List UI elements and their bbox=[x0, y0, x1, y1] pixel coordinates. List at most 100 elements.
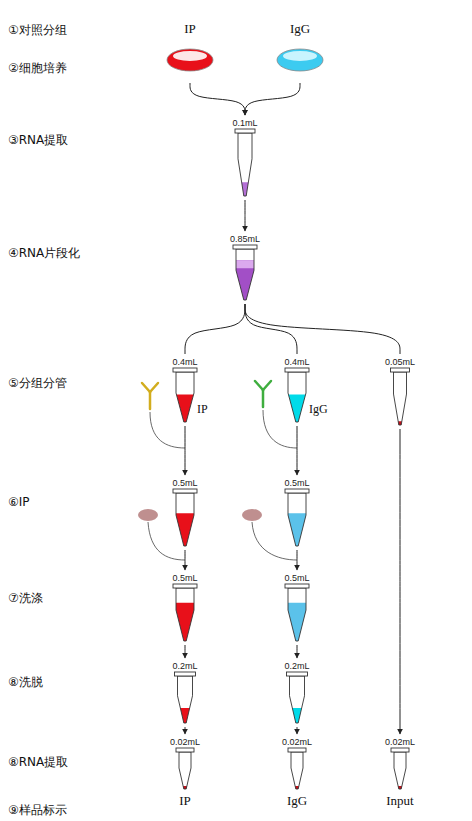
sample-tube: 0.4mLIgG bbox=[272, 356, 322, 423]
flow-arrow bbox=[297, 645, 298, 658]
tube-liquid bbox=[178, 708, 193, 723]
step-label: ⑨样品标示 bbox=[8, 803, 67, 818]
sample-tube: 0.02mLInput bbox=[375, 736, 425, 810]
tube-liquid bbox=[176, 395, 194, 423]
volume-label: 0.2mL bbox=[160, 660, 210, 672]
flow-arrow bbox=[185, 304, 245, 354]
tube-shape bbox=[160, 489, 210, 548]
volume-label: 0.4mL bbox=[272, 356, 322, 368]
dish-shape bbox=[160, 36, 220, 80]
volume-label: 0.02mL bbox=[375, 736, 425, 748]
volume-label: 0.02mL bbox=[160, 736, 210, 748]
tube-liquid bbox=[394, 786, 406, 789]
sample-label: IP bbox=[197, 402, 208, 416]
tube-shape bbox=[160, 584, 210, 643]
tube-cap bbox=[285, 584, 309, 588]
antibody-arm bbox=[263, 381, 271, 390]
tube-outline bbox=[176, 588, 194, 641]
bead-symbol bbox=[242, 509, 262, 521]
tube-cap bbox=[233, 245, 257, 249]
tube-liquid bbox=[291, 786, 303, 789]
tube-liquid bbox=[288, 395, 306, 423]
dish-body bbox=[167, 49, 213, 71]
sample-tube: 0.5mL bbox=[160, 572, 210, 642]
tube-cap bbox=[391, 748, 409, 752]
tube-shape bbox=[160, 368, 210, 424]
tube-outline bbox=[290, 676, 305, 723]
volume-label: 0.2mL bbox=[272, 660, 322, 672]
tube-liquid bbox=[176, 603, 194, 641]
sample-tube: 0.5mL bbox=[160, 477, 210, 547]
flow-arrow bbox=[297, 550, 298, 570]
tube-shape bbox=[272, 489, 322, 548]
tube-cap bbox=[288, 748, 306, 752]
tube-cap bbox=[176, 748, 194, 752]
tube-liquid bbox=[238, 182, 252, 196]
sample-tube: 0.85mL bbox=[220, 233, 270, 301]
step-label: ②细胞培养 bbox=[8, 61, 67, 76]
step-label: ⑦洗涤 bbox=[8, 591, 43, 606]
tube-outline bbox=[288, 588, 306, 641]
tube-cap bbox=[235, 129, 255, 133]
tube-liquid bbox=[176, 513, 194, 546]
flow-arrow bbox=[185, 645, 186, 658]
tube-outline bbox=[238, 133, 252, 196]
antibody-arm bbox=[142, 383, 150, 392]
sample-label: Input bbox=[365, 793, 435, 809]
step-label: ①对照分组 bbox=[8, 23, 67, 38]
sample-tube: 0.2mL bbox=[272, 660, 322, 724]
volume-label: 0.05mL bbox=[375, 356, 425, 368]
tube-outline bbox=[288, 372, 306, 422]
sample-tube: 0.5mL bbox=[272, 477, 322, 547]
step-label: ⑧RNA提取 bbox=[8, 755, 68, 770]
bead-symbol bbox=[138, 509, 158, 521]
flow-arrow bbox=[400, 429, 401, 734]
tube-outline bbox=[291, 752, 303, 789]
dish-body bbox=[277, 49, 323, 71]
volume-label: 0.85mL bbox=[220, 233, 270, 245]
tube-liquid bbox=[179, 786, 191, 789]
antibody-arm bbox=[255, 381, 263, 390]
tube-liquid bbox=[288, 603, 306, 641]
volume-label: 0.5mL bbox=[272, 572, 322, 584]
volume-label: 0.1mL bbox=[220, 117, 270, 129]
tube-cap bbox=[285, 489, 309, 493]
tube-shape bbox=[272, 748, 322, 791]
sample-tube: 0.05mL bbox=[375, 356, 425, 426]
tube-shape bbox=[272, 672, 322, 725]
tube-cap bbox=[173, 368, 197, 372]
tube-cap bbox=[287, 672, 308, 676]
flow-arrow bbox=[245, 304, 400, 354]
leader-line bbox=[150, 412, 185, 448]
flow-arrow bbox=[185, 727, 186, 734]
tube-outline bbox=[394, 752, 406, 789]
volume-label: 0.4mL bbox=[160, 356, 210, 368]
tube-shape bbox=[272, 584, 322, 643]
antibody-stem bbox=[149, 392, 152, 409]
tube-outline bbox=[179, 752, 191, 789]
volume-label: 0.5mL bbox=[272, 477, 322, 489]
tube-outline bbox=[288, 493, 306, 546]
culture-dish: IgG bbox=[270, 22, 330, 80]
sample-tube: 0.1mL bbox=[220, 117, 270, 197]
volume-label: 0.02mL bbox=[272, 736, 322, 748]
tube-cap bbox=[173, 584, 197, 588]
flow-arrow bbox=[297, 727, 298, 734]
sample-tube: 0.4mL IP bbox=[160, 356, 210, 423]
group-label: IgG bbox=[270, 22, 330, 36]
tube-cap bbox=[285, 368, 309, 372]
flow-arrow bbox=[245, 200, 246, 231]
tube-outline bbox=[236, 249, 254, 300]
antibody-symbol bbox=[142, 383, 158, 409]
flow-arrow bbox=[245, 304, 297, 354]
tube-liquid bbox=[290, 708, 305, 723]
step-label: ⑤分组分管 bbox=[8, 376, 67, 391]
tube-cap bbox=[175, 672, 196, 676]
sample-tube: 0.5mL bbox=[272, 572, 322, 642]
tube-shape bbox=[160, 748, 210, 791]
volume-label: 0.5mL bbox=[160, 477, 210, 489]
leader-line bbox=[263, 410, 297, 448]
tube-outline bbox=[178, 676, 193, 723]
sample-tube: 0.2mL bbox=[160, 660, 210, 724]
leader-line bbox=[252, 522, 297, 560]
